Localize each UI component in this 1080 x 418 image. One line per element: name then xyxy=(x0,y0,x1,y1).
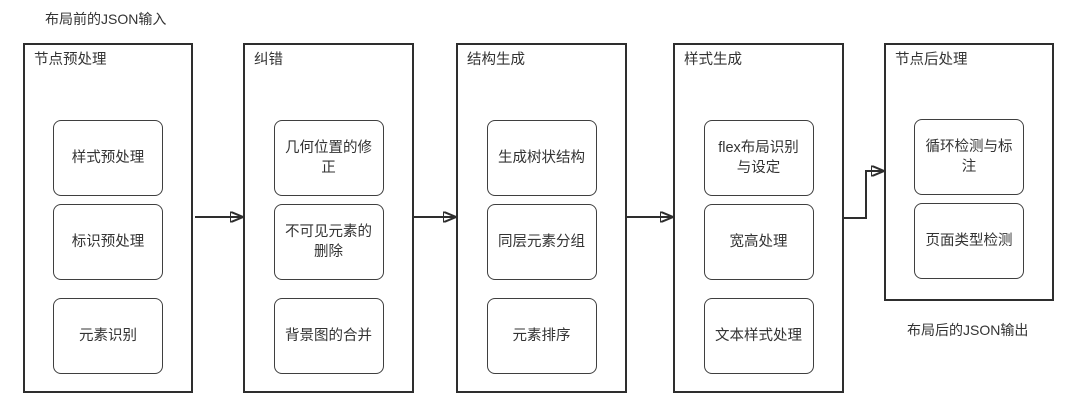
node-label: 同层元素分组 xyxy=(498,234,585,250)
process-node: 元素识别 xyxy=(53,298,163,374)
process-node: 同层元素分组 xyxy=(486,204,597,280)
process-node: 页面类型检测 xyxy=(914,203,1024,279)
stage-title: 纠错 xyxy=(254,52,283,68)
node-label: 宽高处理 xyxy=(729,234,788,250)
stage-structure-generation: 结构生成 生成树状结构 同层元素分组 元素排序 xyxy=(456,43,627,393)
node-label: 页面类型检测 xyxy=(925,233,1013,249)
node-label: 文本样式处理 xyxy=(715,328,802,344)
stage-node-preprocess: 节点预处理 样式预处理 标识预处理 元素识别 xyxy=(23,43,193,393)
stage-title: 节点预处理 xyxy=(34,52,107,68)
stage-title: 结构生成 xyxy=(467,52,525,68)
process-node: 几何位置的修正 xyxy=(273,120,384,196)
process-node: 生成树状结构 xyxy=(486,120,597,196)
stage-title: 节点后处理 xyxy=(895,52,968,68)
input-label: 布局前的JSON输入 xyxy=(45,11,167,27)
process-node: 标识预处理 xyxy=(53,204,163,280)
stage-node-postprocess: 节点后处理 循环检测与标注 页面类型检测 xyxy=(884,43,1054,301)
node-label: 循环检测与标注 xyxy=(925,139,1013,175)
process-node: 循环检测与标注 xyxy=(914,119,1024,195)
node-label: 元素识别 xyxy=(79,328,137,344)
process-node: 宽高处理 xyxy=(703,204,814,280)
node-label: 元素排序 xyxy=(512,328,571,344)
node-label: 几何位置的修正 xyxy=(285,140,372,176)
arrow-style-to-postprocess-icon xyxy=(844,171,883,219)
process-node: 样式预处理 xyxy=(53,120,163,196)
node-label: 背景图的合并 xyxy=(285,328,372,344)
process-node: flex布局识别与设定 xyxy=(703,120,814,196)
node-label: 样式预处理 xyxy=(71,150,145,166)
process-node: 背景图的合并 xyxy=(273,298,384,374)
node-label: flex布局识别与设定 xyxy=(718,140,799,176)
output-label: 布局后的JSON输出 xyxy=(907,322,1029,338)
process-node: 元素排序 xyxy=(486,298,597,374)
node-label: 标识预处理 xyxy=(71,234,145,250)
node-label: 生成树状结构 xyxy=(498,150,585,166)
stage-title: 样式生成 xyxy=(684,52,742,68)
stage-error-correction: 纠错 几何位置的修正 不可见元素的删除 背景图的合并 xyxy=(243,43,414,393)
node-label: 不可见元素的删除 xyxy=(285,224,372,260)
process-node: 文本样式处理 xyxy=(703,298,814,374)
stage-style-generation: 样式生成 flex布局识别与设定 宽高处理 文本样式处理 xyxy=(673,43,844,393)
process-node: 不可见元素的删除 xyxy=(273,204,384,280)
